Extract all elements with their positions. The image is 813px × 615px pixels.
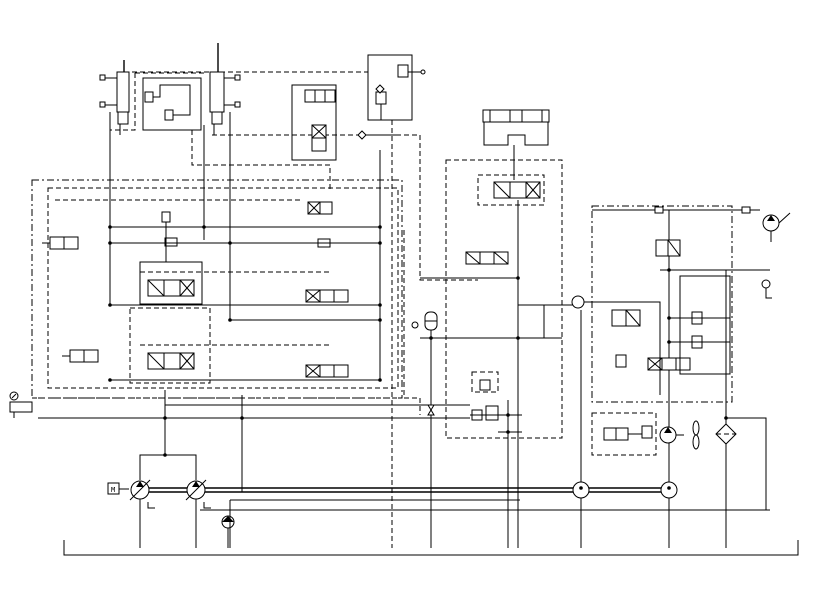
tank-reservoir-line	[63, 540, 799, 556]
directional-valve-icon	[42, 236, 79, 250]
cylinder-icon	[99, 60, 130, 135]
cylinder-icon	[209, 43, 241, 135]
fan-cooler-icon	[659, 420, 700, 450]
bottom-left-connections	[32, 230, 470, 419]
right-valve-housing	[591, 205, 770, 403]
variable-pump-icon	[185, 479, 211, 548]
center-right-connections	[518, 295, 640, 338]
directional-valve-icon	[307, 201, 333, 215]
check-valve-icon	[427, 404, 435, 416]
variable-pump-icon	[129, 479, 155, 548]
electric-motor-icon: M	[107, 482, 129, 495]
relief-valve-icon	[357, 54, 426, 140]
pressure-gauge-icon	[9, 391, 33, 418]
variable-pump-icon	[660, 481, 678, 548]
filter-icon	[715, 417, 767, 510]
directional-valve-icon	[305, 364, 349, 378]
motor-label: M	[111, 486, 115, 494]
cylinder-icon	[482, 109, 550, 180]
motor-icon	[762, 212, 791, 242]
directional-valve-icon	[147, 279, 195, 297]
directional-valve-icon	[147, 352, 195, 370]
check-valve-icon	[221, 515, 235, 548]
pressure-gauge-icon	[761, 279, 772, 299]
middle-connections	[55, 150, 381, 381]
directional-valve-icon	[62, 349, 99, 363]
junction-dots	[108, 225, 728, 490]
vertical-trunk-lines	[139, 120, 727, 548]
directional-valve-icon	[291, 84, 337, 161]
pressure-gauge-icon	[411, 321, 419, 329]
pilot-valve-icon	[110, 72, 205, 131]
center-valve-housing	[420, 159, 563, 439]
check-valve-icon	[161, 211, 178, 262]
left-control-housing	[31, 179, 403, 399]
variable-pump-icon	[572, 481, 590, 548]
accumulator-icon	[424, 311, 438, 331]
directional-valve-icon	[591, 412, 657, 456]
directional-valve-icon	[305, 289, 349, 303]
